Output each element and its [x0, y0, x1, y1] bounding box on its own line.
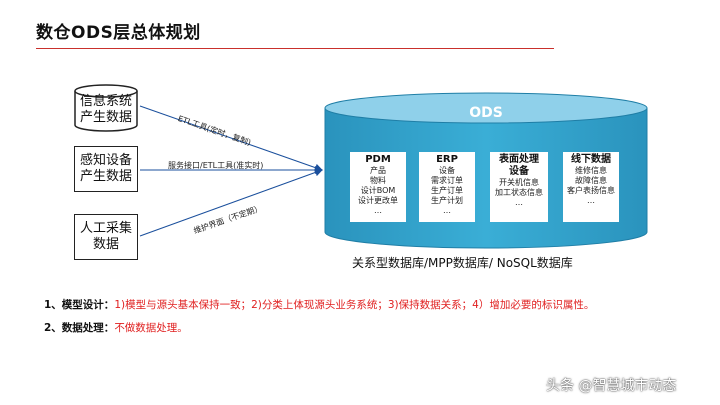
card-heading: ERP	[436, 154, 458, 165]
card-item: 需求订单	[431, 176, 463, 185]
edge-line-3	[139, 168, 323, 237]
source-label: 感知设备产生数据	[79, 153, 132, 184]
note-key: 2、数据处理：	[44, 322, 115, 334]
watermark: 头条 @智慧城市动态	[546, 378, 677, 394]
card-heading: PDM	[365, 154, 391, 165]
card-item: 加工状态信息	[495, 188, 543, 197]
card-item: 故障信息	[575, 176, 607, 185]
source-sensor-device: 感知设备产生数据	[74, 146, 138, 192]
note-data-processing: 2、数据处理：不做数据处理。	[44, 320, 188, 335]
card-item: 客户表扬信息	[567, 186, 615, 195]
card-pdm: PDM 产品 物料 设计BOM 设计更改单 …	[350, 152, 406, 222]
card-item: 产品	[370, 166, 386, 175]
card-item: 生产订单	[431, 186, 463, 195]
title-divider	[36, 48, 554, 49]
card-surface-treatment: 表面处理设备 开关机信息 加工状态信息 …	[490, 152, 548, 222]
card-heading: 表面处理设备	[499, 154, 539, 177]
ods-title: ODS	[469, 105, 503, 121]
card-item: 设计BOM	[360, 186, 396, 195]
source-manual-collection: 人工采集数据	[74, 214, 138, 260]
card-item: 物料	[370, 176, 386, 185]
source-label: 人工采集数据	[79, 221, 132, 252]
card-item: 设计更改单	[358, 196, 398, 205]
card-item: …	[587, 196, 595, 205]
card-heading: 线下数据	[571, 154, 611, 165]
card-item: …	[374, 206, 382, 215]
card-item: 维修信息	[575, 166, 607, 175]
database-caption: 关系型数据库/MPP数据库/ NoSQL数据库	[352, 256, 573, 270]
source-info-system: 信息系统产生数据	[74, 84, 138, 132]
card-item: 生产计划	[431, 196, 463, 205]
card-offline-data: 线下数据 维修信息 故障信息 客户表扬信息 …	[563, 152, 619, 222]
card-erp: ERP 设备 需求订单 生产订单 生产计划 …	[419, 152, 475, 222]
card-item: 设备	[439, 166, 455, 175]
card-item: …	[515, 198, 523, 207]
note-value: 1)模型与源头基本保持一致；2)分类上体现源头业务系统；3)保持数据关系；4）增…	[114, 299, 595, 311]
note-key: 1、模型设计：	[44, 299, 115, 311]
cylinder-shape	[74, 84, 138, 132]
edge-line-1	[139, 105, 323, 172]
note-model-design: 1、模型设计：1)模型与源头基本保持一致；2)分类上体现源头业务系统；3)保持数…	[44, 297, 594, 312]
page-title: 数仓ODS层总体规划	[36, 23, 201, 43]
note-value: 不做数据处理。	[114, 322, 188, 334]
card-item: 开关机信息	[499, 178, 539, 187]
card-item: …	[443, 206, 451, 215]
edge-label-service: 服务接口/ETL工具(准实时)	[168, 161, 264, 170]
source-label: 信息系统产生数据	[79, 94, 132, 125]
